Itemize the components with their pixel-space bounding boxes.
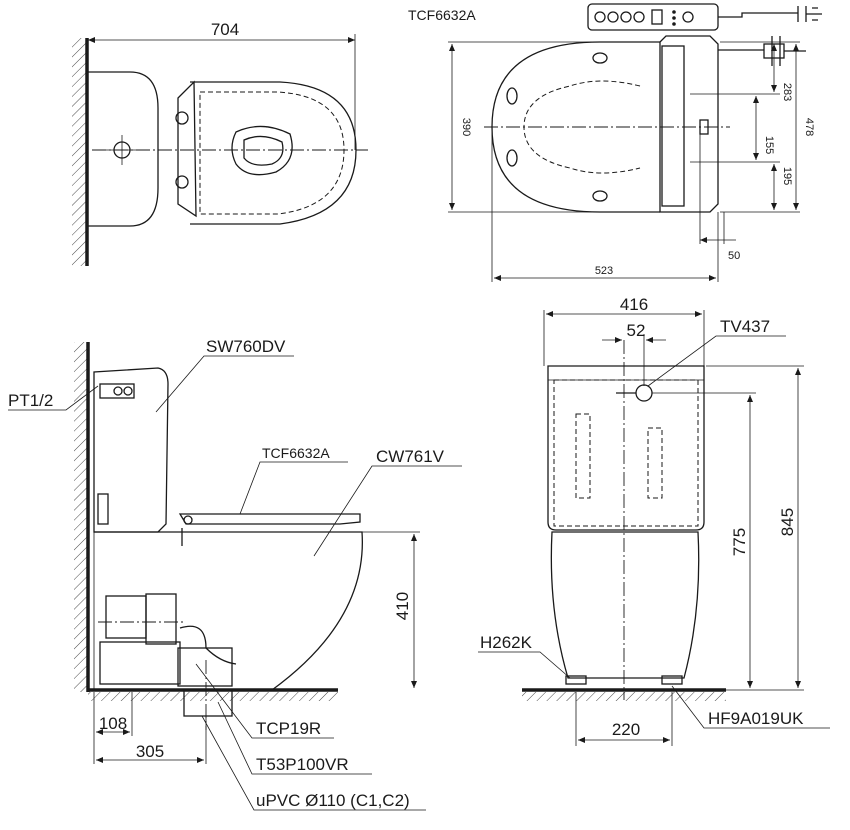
label-inlet: PT1/2: [8, 391, 53, 410]
dim-390: 390: [460, 118, 472, 136]
seat-bumper: [506, 87, 518, 105]
label-adaptor: T53P100VR: [256, 755, 349, 774]
bowl-opening-inner: [243, 135, 284, 166]
label-tank: SW760DV: [206, 337, 286, 356]
dim-410: 410: [393, 592, 412, 620]
leader-flange: [195, 663, 334, 739]
hinge-bolt: [175, 175, 189, 189]
seat-model-label: TCF6632A: [408, 7, 476, 23]
floor-hatch: [88, 692, 338, 701]
leader-valve: [647, 335, 786, 387]
seat-hinge: [177, 80, 197, 218]
dim-50: 50: [728, 250, 740, 262]
dim-108: 108: [99, 714, 127, 733]
side-view: 410 108 305 SW760DV PT1/2 TCF6632A CW761…: [8, 337, 462, 811]
dim-195: 195: [781, 167, 793, 185]
remote-indicator: [672, 10, 676, 14]
tank-mechanism: [575, 413, 591, 499]
trap-bend: [145, 593, 177, 645]
dim-704: 704: [211, 20, 239, 39]
remote-button: [607, 11, 619, 23]
label-valve: TV437: [720, 317, 770, 336]
bowl-body: [94, 531, 363, 691]
dim-283: 283: [781, 83, 793, 101]
leader-bolt-left: [478, 651, 571, 679]
tank-outline: [88, 71, 159, 227]
label-bolt-left: H262K: [480, 633, 533, 652]
plan-view: 704: [72, 20, 368, 266]
label-bowl: CW761V: [376, 447, 445, 466]
tank-front: [547, 365, 705, 531]
seat-side-panel: [661, 45, 685, 207]
remote-button: [594, 11, 606, 23]
remote-button: [633, 11, 645, 23]
bolt-cap-right: [661, 675, 683, 685]
wall-hatch: [72, 38, 86, 266]
seat-side: [178, 513, 361, 525]
supply-hose: [179, 625, 237, 665]
inlet-nut: [123, 386, 133, 396]
dim-478: 478: [803, 118, 815, 136]
seat-bumper: [506, 149, 518, 167]
label-seat: TCF6632A: [262, 445, 330, 461]
dim-155: 155: [763, 136, 775, 154]
leader-bowl: [313, 465, 462, 557]
dim-220: 220: [612, 720, 640, 739]
seat-dashed: [199, 91, 345, 215]
valve-body: [635, 384, 653, 402]
remote-button: [682, 11, 694, 23]
front-view: 416 52 775 845 220 TV437 H262K HF9A019UK: [478, 295, 830, 746]
flange-body: [177, 647, 233, 687]
trap-base: [99, 641, 181, 685]
leader-inlet: [8, 385, 99, 411]
leader-seat: [239, 461, 348, 515]
tank-mechanism: [647, 427, 663, 499]
leader-bolt-right: [671, 685, 830, 729]
tank-bracket: [97, 493, 109, 525]
remote-indicator: [672, 22, 676, 26]
seat-bumper: [592, 52, 608, 64]
leader-tank: [155, 355, 294, 413]
seat-body: [659, 35, 719, 213]
dim-775: 775: [730, 528, 749, 556]
seat-plan-view: TCF6632A 39: [408, 3, 822, 282]
remote-button: [651, 9, 663, 25]
tank-inner: [553, 379, 699, 527]
trap-elbow: [105, 595, 147, 639]
plug-prongs: [806, 7, 822, 21]
dim-845: 845: [778, 508, 797, 536]
hinge-bolt: [175, 111, 189, 125]
bowl-outline: [190, 81, 357, 225]
dim-416: 416: [620, 295, 648, 314]
remote-button: [620, 11, 632, 23]
drain-pipe: [183, 689, 233, 717]
remote-indicator: [672, 16, 676, 20]
label-flange: TCP19R: [256, 719, 321, 738]
leader-adaptor: [217, 701, 372, 775]
bowl-opening: [231, 125, 293, 176]
seat-hinge: [183, 515, 193, 525]
power-cable: [718, 12, 798, 18]
bolt-cap-left: [565, 675, 587, 685]
tank: [93, 367, 169, 533]
dim-523: 523: [595, 265, 613, 277]
inlet-fitting: [99, 383, 135, 399]
seat-bumper: [592, 190, 608, 202]
leader-pipe: [201, 715, 426, 811]
dim-52: 52: [627, 321, 646, 340]
label-bolt-right: HF9A019UK: [708, 709, 804, 728]
inlet-nut: [113, 386, 123, 396]
bowl-front: [550, 531, 700, 679]
wall-hatch: [74, 342, 87, 692]
label-pipe: uPVC Ø110 (C1,C2): [256, 791, 410, 810]
dim-305: 305: [136, 742, 164, 761]
